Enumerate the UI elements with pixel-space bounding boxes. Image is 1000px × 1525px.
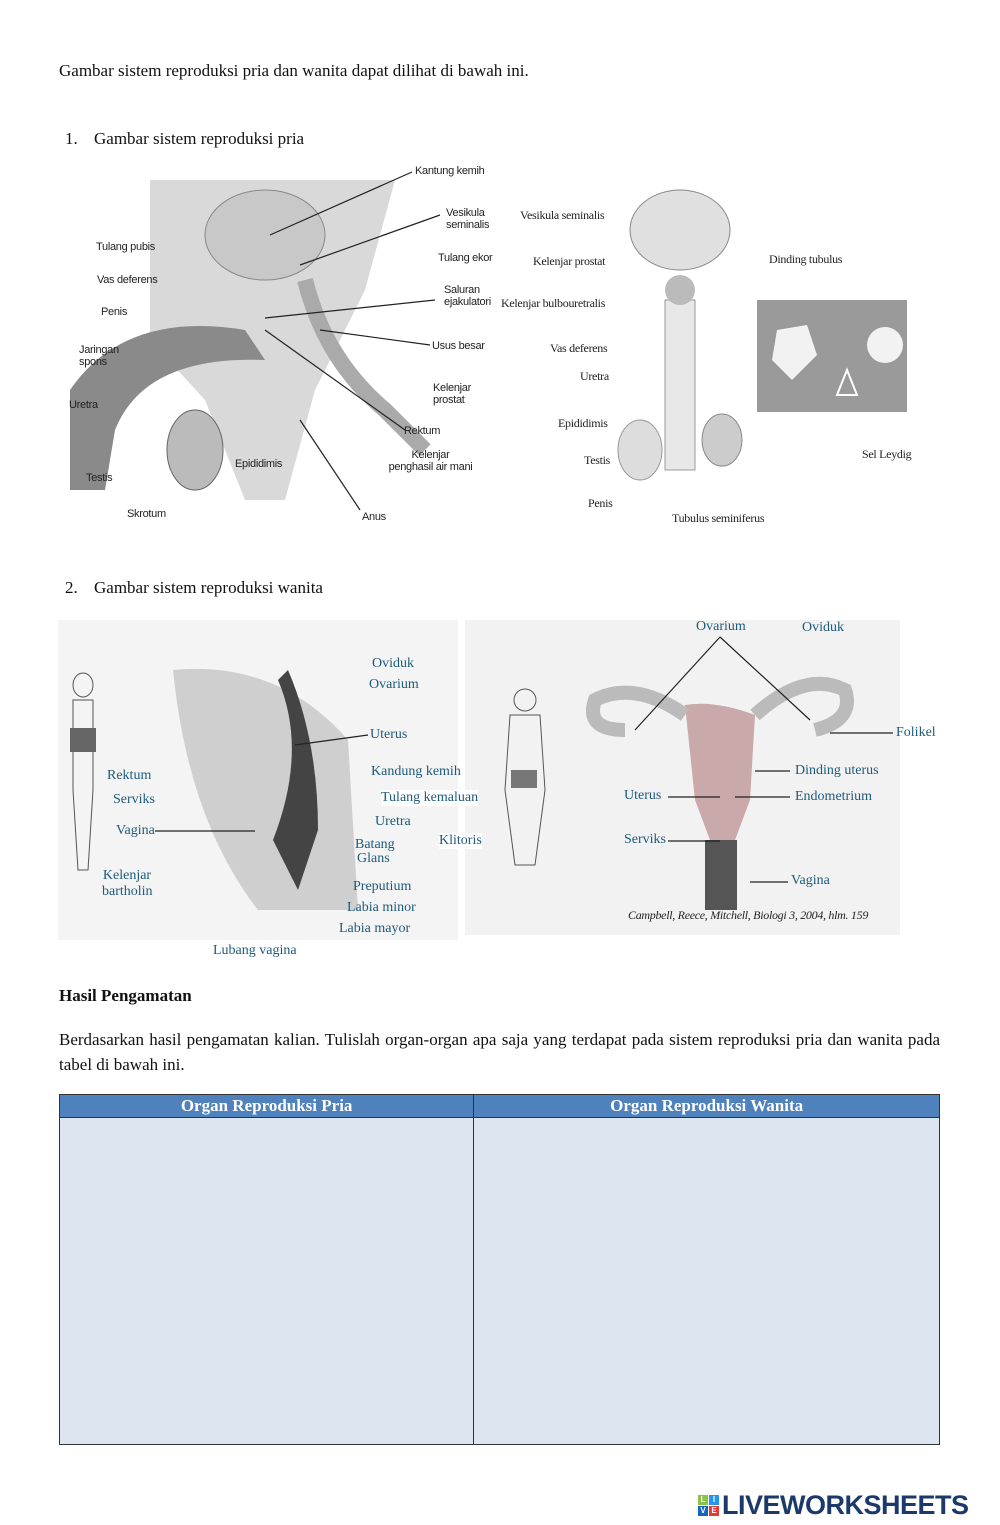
section-2-title: Gambar sistem reproduksi wanita	[94, 578, 323, 597]
label: Batang	[355, 837, 395, 852]
label: Rektum	[404, 425, 441, 437]
label: Sel Leydig	[862, 447, 912, 461]
label: Uterus	[624, 788, 662, 803]
label: Kelenjar penghasil air mani	[388, 449, 473, 473]
tubulus-micrograph	[757, 300, 907, 412]
intro-text: Gambar sistem reproduksi pria dan wanita…	[59, 61, 529, 80]
results-heading: Hasil Pengamatan	[59, 986, 192, 1005]
label: Oviduk	[372, 656, 414, 671]
label: Vagina	[791, 873, 830, 888]
label: Folikel	[896, 725, 936, 740]
citation: Campbell, Reece, Mitchell, Biologi 3, 20…	[628, 908, 869, 922]
label: Labia minor	[347, 900, 416, 915]
label: Ovarium	[696, 619, 746, 634]
female-cross-section-diagram	[58, 620, 458, 940]
label: Ovarium	[369, 677, 419, 692]
male-organs-answer-cell[interactable]	[58, 1117, 475, 1445]
label: Kelenjar prostat	[533, 254, 606, 268]
label: Rektum	[107, 768, 152, 783]
label: Labia mayor	[339, 921, 411, 936]
label: Saluran ejakulatori	[444, 284, 491, 308]
label: Endometrium	[795, 789, 872, 804]
label: Klitoris	[439, 833, 482, 849]
label: Vagina	[116, 823, 155, 838]
organ-table: Organ Reproduksi Pria Organ Reproduksi W…	[58, 1094, 940, 1445]
label: Vesikula seminalis	[446, 207, 490, 231]
label: Uretra	[69, 399, 98, 411]
section-2-number: 2.	[65, 578, 78, 597]
section-1-title: Gambar sistem reproduksi pria	[94, 129, 305, 148]
label: Testis	[86, 472, 113, 484]
label: Uretra	[375, 814, 411, 829]
label: Tubulus seminiferus	[672, 511, 765, 525]
label: Vas deferens	[97, 274, 158, 286]
label: Kantung kemih	[415, 165, 485, 177]
label: Dinding tubulus	[769, 252, 843, 266]
results-instruction: Berdasarkan hasil pengamatan kalian. Tul…	[59, 1030, 940, 1074]
logo-text: LIVEWORKSHEETS	[722, 1490, 969, 1520]
label: Skrotum	[127, 508, 166, 520]
label: Vesikula seminalis	[520, 208, 605, 222]
label: Kelenjar bartholin	[102, 868, 153, 899]
label: Preputium	[353, 879, 412, 894]
male-cross-section-diagram	[65, 160, 495, 535]
label: Uterus	[370, 727, 408, 742]
label: Testis	[584, 453, 611, 467]
label: Lubang vagina	[213, 943, 297, 958]
label: Anus	[362, 511, 386, 523]
label: Serviks	[113, 792, 155, 807]
label: Usus besar	[432, 340, 485, 352]
label: Tulang pubis	[96, 241, 155, 253]
label: Kandung kemih	[371, 764, 461, 779]
label: Tulang ekor	[438, 252, 493, 264]
label: Vas deferens	[550, 341, 608, 355]
label: Penis	[101, 306, 128, 318]
label: Kelenjar bulbouretralis	[501, 296, 606, 310]
label: Kelenjar prostat	[433, 382, 471, 406]
label: Serviks	[624, 832, 666, 847]
label: Jaringan spons	[79, 344, 119, 368]
label: Epididimis	[558, 416, 608, 430]
header-male-organs: Organ Reproduksi Pria	[58, 1094, 475, 1118]
label: Tulang kemaluan	[381, 790, 479, 806]
label: Epididimis	[235, 458, 283, 470]
male-front-diagram	[610, 180, 750, 510]
label: Dinding uterus	[795, 763, 879, 778]
label: Uretra	[580, 369, 609, 383]
label: Oviduk	[802, 620, 844, 635]
section-1-number: 1.	[65, 129, 78, 148]
female-organs-answer-cell[interactable]	[473, 1117, 940, 1445]
label: Glans	[357, 851, 390, 866]
header-female-organs: Organ Reproduksi Wanita	[473, 1094, 940, 1118]
label: Penis	[588, 496, 613, 510]
